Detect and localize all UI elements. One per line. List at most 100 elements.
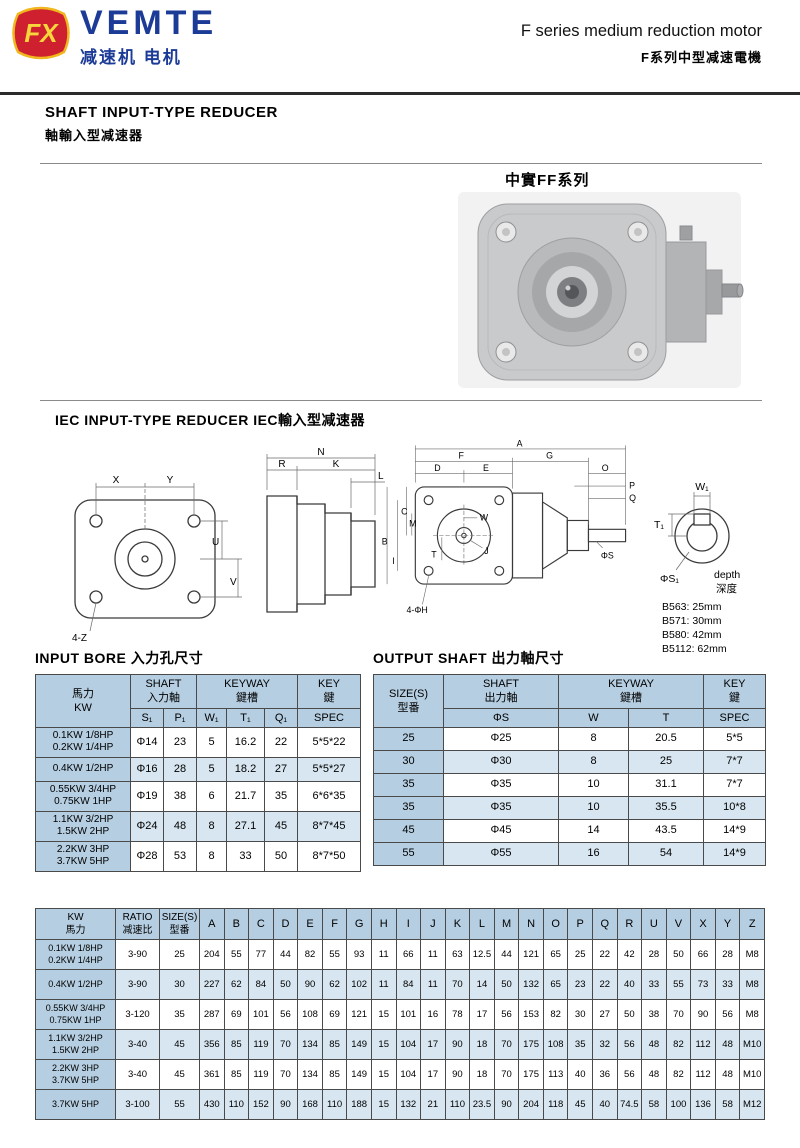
data-cell: 63 xyxy=(444,939,471,970)
dim-col-header: R xyxy=(616,908,643,940)
data-cell: 32 xyxy=(592,1029,618,1060)
data-cell: 48 xyxy=(714,1059,741,1090)
output-shaft-table: SIZE(S) 型番 SHAFT 出力軸 KEYWAY 鍵槽 KEY 鍵 ΦS … xyxy=(373,674,766,866)
data-cell: 134 xyxy=(297,1059,323,1090)
row-header-cell: 3.7KW 5HP xyxy=(35,1089,116,1120)
row-header-cell: 30 xyxy=(373,749,444,774)
data-cell: 18.2 xyxy=(226,756,265,782)
dim-col-header: C xyxy=(248,908,274,940)
data-cell: 33 xyxy=(226,840,265,872)
dim-label-v: V xyxy=(230,577,237,588)
col-header-t1: T₁ xyxy=(226,707,265,728)
row-header-cell: 35 xyxy=(373,772,444,797)
data-cell: 22 xyxy=(592,939,618,970)
dim-label-q: Q xyxy=(629,493,636,503)
input-bore-title: INPUT BORE 入力孔尺寸 xyxy=(35,650,204,666)
data-cell: Φ16 xyxy=(130,756,164,782)
dimension-lines xyxy=(668,492,711,571)
dimension-labels: W₁ T₁ ΦS₁ depth 深度 B563: 25mm B571: 30mm… xyxy=(654,481,740,655)
data-cell: 38 xyxy=(641,999,667,1030)
drawing-input-front-view: X Y U V 4-Z xyxy=(72,475,242,644)
data-cell: 175 xyxy=(518,1029,544,1060)
row-header-cell: 55 xyxy=(373,841,444,866)
divider xyxy=(40,163,762,164)
dim-col-header: A xyxy=(199,908,225,940)
output-shaft-section: OUTPUT SHAFT 出力軸尺寸 SIZE(S) 型番 SHAFT 出力軸 … xyxy=(373,648,766,866)
data-cell: 110 xyxy=(321,1089,348,1120)
dim-label-t1: T₁ xyxy=(654,519,664,531)
dim-col-header: Y xyxy=(714,908,741,940)
dim-col-header: I xyxy=(395,908,422,940)
data-cell: 361 xyxy=(199,1059,225,1090)
depth-note: B563: 25mm xyxy=(662,601,722,613)
data-cell: 14 xyxy=(558,818,629,843)
data-cell: 30 xyxy=(567,999,593,1030)
data-cell: Φ28 xyxy=(130,840,164,872)
data-cell: 65 xyxy=(542,969,569,1000)
data-cell: M8 xyxy=(739,969,765,1000)
data-cell: 204 xyxy=(518,1089,544,1120)
data-cell: 85 xyxy=(223,1029,250,1060)
brand-text: VEMTE 减速机 电机 xyxy=(80,6,217,68)
brand-emblem-letters: FX xyxy=(24,18,59,48)
data-cell: 17 xyxy=(420,1059,446,1090)
col-header-size: SIZE(S) 型番 xyxy=(159,908,200,940)
depth-note: B5112: 62mm xyxy=(662,643,727,655)
data-cell: 149 xyxy=(346,1059,372,1090)
data-cell: 16 xyxy=(558,841,629,866)
data-cell: 18 xyxy=(469,1059,495,1090)
data-cell: 11 xyxy=(370,969,397,1000)
data-cell: 204 xyxy=(199,939,225,970)
data-cell: 65 xyxy=(542,939,569,970)
data-cell: 3-40 xyxy=(115,1059,160,1090)
data-cell: 56 xyxy=(493,999,520,1030)
drawing-shaft-section: W₁ T₁ ΦS₁ depth 深度 B563: 25mm B571: 30mm… xyxy=(654,481,740,655)
data-cell: 136 xyxy=(690,1089,716,1120)
dim-label-k: K xyxy=(333,459,340,470)
data-cell: 90 xyxy=(493,1089,520,1120)
data-cell: 58 xyxy=(641,1089,667,1120)
data-cell: 25 xyxy=(159,939,200,970)
data-cell: 33 xyxy=(641,969,667,1000)
header-row: S₁ P₁ W₁ T₁ Q₁ SPEC xyxy=(36,707,361,728)
data-cell: 70 xyxy=(493,1029,520,1060)
drawing-output-view: A F G D E O P Q B I C M W J T ΦS 4-ΦH xyxy=(382,438,636,615)
dim-label-t: T xyxy=(431,550,437,560)
data-cell: 35 xyxy=(264,780,298,812)
data-cell: 18 xyxy=(469,1029,495,1060)
col-header-keyway: KEYWAY 鍵槽 xyxy=(558,674,704,709)
data-cell: 28 xyxy=(163,756,197,782)
divider xyxy=(40,400,762,401)
data-cell: 10 xyxy=(558,795,629,820)
data-cell: 430 xyxy=(199,1089,225,1120)
product-photo xyxy=(458,192,744,388)
brand-name: VEMTE xyxy=(80,4,218,42)
data-cell: 70 xyxy=(272,1059,299,1090)
gearbox-flange xyxy=(477,203,667,381)
dim-label-j: J xyxy=(484,546,488,556)
data-cell: 3-120 xyxy=(115,999,160,1030)
data-cell: Φ25 xyxy=(443,726,559,751)
depth-label-zh: 深度 xyxy=(716,582,737,595)
col-header-key: KEY 鍵 xyxy=(703,674,766,709)
dimension-labels: X Y U V 4-Z xyxy=(72,475,237,644)
gearbox-outline xyxy=(74,499,216,619)
row-header-cell: 0.4KW 1/2HP xyxy=(35,969,116,1000)
dim-col-header: Q xyxy=(592,908,618,940)
data-cell: 44 xyxy=(272,939,299,970)
data-cell: 48 xyxy=(163,810,197,842)
data-cell: 110 xyxy=(444,1089,471,1120)
data-cell: 17 xyxy=(469,999,495,1030)
data-cell: 55 xyxy=(321,939,348,970)
data-cell: 90 xyxy=(444,1059,471,1090)
data-cell: 5 xyxy=(196,756,227,782)
data-cell: 82 xyxy=(297,939,323,970)
header-row: 馬力 KW SHAFT 入力軸 KEYWAY 鍵槽 KEY 鍵 xyxy=(35,674,361,728)
data-cell: 73 xyxy=(690,969,716,1000)
dim-col-header: D xyxy=(272,908,299,940)
